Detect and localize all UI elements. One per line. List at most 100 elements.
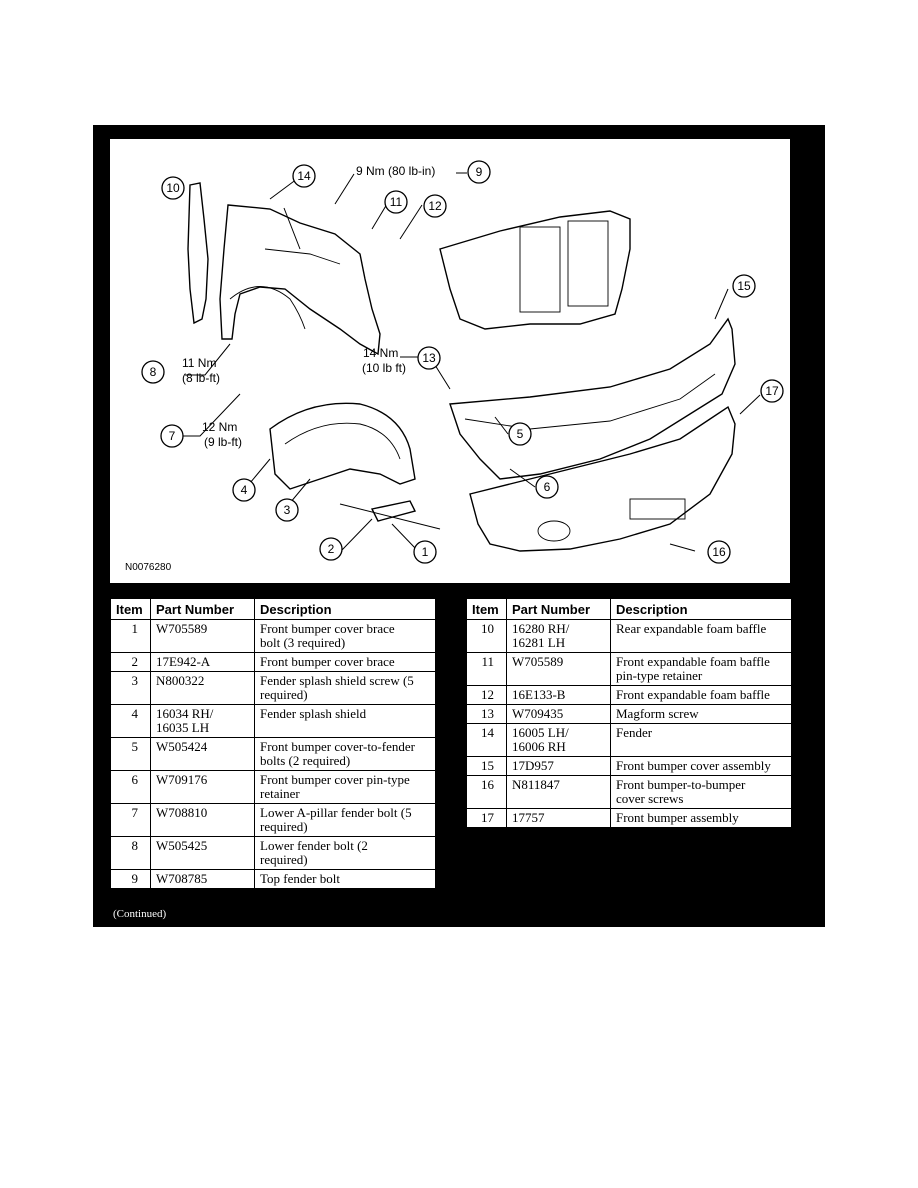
callout-13: 13	[417, 346, 441, 370]
row-part-number: 16E133-B	[506, 685, 611, 705]
row-description: Front bumper cover brace bolt (3 require…	[254, 619, 436, 653]
callout-15: 15	[732, 274, 756, 298]
exploded-parts-diagram: 1 2 3 4 5 6 7 8 9 10 11 12 13 14 15 16 1…	[109, 138, 791, 584]
torque-label-13-lbft: (10 lb ft)	[362, 361, 406, 375]
svg-text:3: 3	[284, 503, 291, 517]
row-description: Front bumper-to-bumper cover screws	[610, 775, 792, 809]
row-part-number: W708810	[150, 803, 255, 837]
table-header-row: Item Part Number Description	[110, 598, 436, 620]
row-item: 5	[110, 737, 151, 771]
callout-1: 1	[413, 540, 437, 564]
torque-label-7-nm: 12 Nm	[202, 420, 237, 434]
row-part-number: 16005 LH/ 16006 RH	[506, 723, 611, 757]
header-item: Item	[110, 598, 151, 620]
row-item: 4	[110, 704, 151, 738]
svg-text:16: 16	[712, 545, 726, 559]
callout-17: 17	[760, 379, 784, 403]
front-bumper-drawing	[469, 405, 736, 552]
svg-text:12: 12	[428, 199, 442, 213]
fender-drawing	[219, 204, 381, 356]
figure-id-label: N0076280	[125, 562, 172, 573]
callout-4: 4	[232, 478, 256, 502]
row-description: Front bumper cover assembly	[610, 756, 792, 776]
svg-text:15: 15	[737, 279, 751, 293]
callout-6: 6	[535, 475, 559, 499]
row-item: 12	[466, 685, 507, 705]
row-part-number: W705589	[150, 619, 255, 653]
row-description: Front expandable foam baffle pin-type re…	[610, 652, 792, 686]
svg-text:8: 8	[150, 365, 157, 379]
row-part-number: W505425	[150, 836, 255, 870]
radiator-support-drawing	[439, 210, 631, 330]
row-item: 10	[466, 619, 507, 653]
row-part-number: W708785	[150, 869, 255, 889]
bumper-brace-drawing	[370, 500, 417, 522]
row-description: Fender	[610, 723, 792, 757]
torque-label-9: 9 Nm (80 lb-in)	[356, 164, 435, 178]
callout-2: 2	[319, 537, 343, 561]
svg-text:6: 6	[544, 480, 551, 494]
header-item: Item	[466, 598, 507, 620]
svg-text:4: 4	[241, 483, 248, 497]
row-item: 16	[466, 775, 507, 809]
row-item: 17	[466, 808, 507, 828]
table-header-row: Item Part Number Description	[466, 598, 792, 620]
row-item: 1	[110, 619, 151, 653]
torque-label-7-lbft: (9 lb-ft)	[204, 435, 242, 449]
row-part-number: W505424	[150, 737, 255, 771]
row-description: Top fender bolt	[254, 869, 436, 889]
row-description: Front bumper assembly	[610, 808, 792, 828]
callout-10: 10	[161, 176, 185, 200]
splash-shield-drawing	[269, 402, 416, 490]
row-description: Magform screw	[610, 704, 792, 724]
row-description: Lower fender bolt (2 required)	[254, 836, 436, 870]
row-item: 13	[466, 704, 507, 724]
row-item: 7	[110, 803, 151, 837]
svg-text:5: 5	[517, 427, 524, 441]
row-item: 9	[110, 869, 151, 889]
row-item: 8	[110, 836, 151, 870]
row-description: Front bumper cover pin-type retainer	[254, 770, 436, 804]
row-part-number: 17757	[506, 808, 611, 828]
svg-text:1: 1	[422, 545, 429, 559]
torque-label-13-nm: 14 Nm	[363, 346, 398, 360]
callout-12: 12	[423, 194, 447, 218]
figure-panel: 1 2 3 4 5 6 7 8 9 10 11 12 13 14 15 16 1…	[93, 125, 825, 927]
row-part-number: W709176	[150, 770, 255, 804]
row-description: Fender splash shield screw (5 required)	[254, 671, 436, 705]
row-item: 2	[110, 652, 151, 672]
row-description: Rear expandable foam baffle	[610, 619, 792, 653]
rear-foam-baffle-drawing	[187, 182, 209, 325]
row-item: 11	[466, 652, 507, 686]
continued-note: (Continued)	[113, 908, 167, 920]
callout-5: 5	[508, 422, 532, 446]
svg-text:10: 10	[166, 181, 180, 195]
svg-text:17: 17	[765, 384, 779, 398]
svg-text:7: 7	[169, 429, 176, 443]
header-description: Description	[610, 598, 792, 620]
row-part-number: W709435	[506, 704, 611, 724]
row-item: 6	[110, 770, 151, 804]
row-description: Front bumper cover-to-fender bolts (2 re…	[254, 737, 436, 771]
torque-label-8-lbft: (8 lb-ft)	[182, 371, 220, 385]
svg-text:14: 14	[297, 169, 311, 183]
svg-text:2: 2	[328, 542, 335, 556]
header-part-number: Part Number	[506, 598, 611, 620]
row-part-number: 16034 RH/ 16035 LH	[150, 704, 255, 738]
torque-label-8-nm: 11 Nm	[182, 356, 216, 370]
row-description: Fender splash shield	[254, 704, 436, 738]
